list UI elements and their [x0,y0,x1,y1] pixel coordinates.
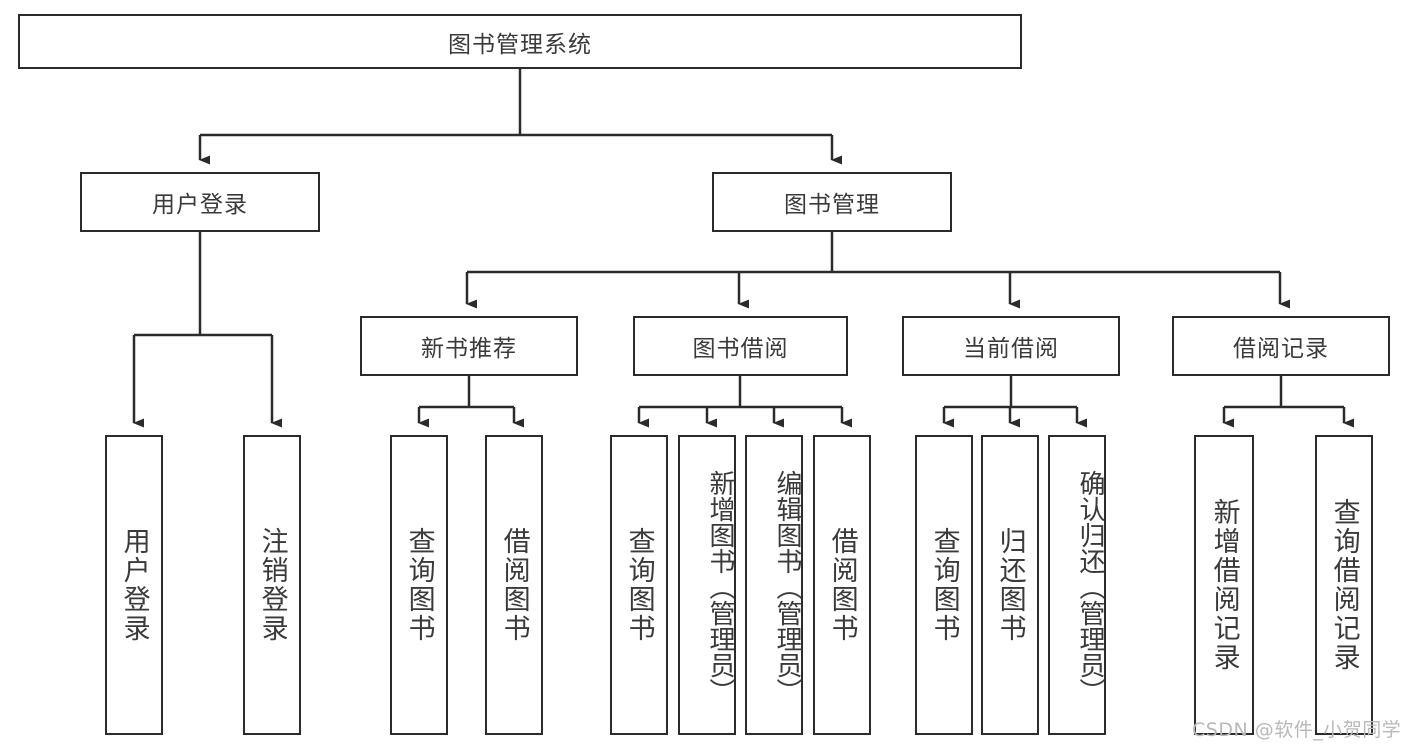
leaf-user-login-label: 用户登录 [118,527,150,643]
leaf-query-borrow-record-label: 查询借阅记录 [1328,498,1360,672]
leaf-query-book-borrow[interactable]: 查询图书 [610,435,668,735]
node-book-borrow-label: 图书借阅 [692,336,789,362]
node-user-login[interactable]: 用户登录 [80,172,320,232]
leaf-return-book[interactable]: 归还图书 [981,435,1039,735]
watermark: CSDN @软件_小贺同学 [1192,719,1402,741]
node-new-book-recommend[interactable]: 新书推荐 [360,316,578,376]
leaf-borrow-book-recommend-label: 借阅图书 [498,527,530,643]
leaf-query-borrow-record[interactable]: 查询借阅记录 [1315,435,1373,735]
leaf-query-book-current-label: 查询图书 [928,527,960,643]
leaf-borrow-book-recommend[interactable]: 借阅图书 [485,435,543,735]
node-root[interactable]: 图书管理系统 [18,14,1022,69]
leaf-return-book-label: 归还图书 [994,527,1026,643]
leaf-logout[interactable]: 注销登录 [243,435,301,735]
node-current-borrow[interactable]: 当前借阅 [902,316,1120,376]
node-new-book-recommend-label: 新书推荐 [421,336,517,362]
node-book-management-label: 图书管理 [784,192,880,218]
node-book-borrow[interactable]: 图书借阅 [633,316,848,376]
node-book-management[interactable]: 图书管理 [712,172,952,232]
leaf-query-book-recommend[interactable]: 查询图书 [390,435,448,735]
leaf-edit-book-admin-label: 编辑图书（管理员） [772,470,802,704]
node-borrow-record[interactable]: 借阅记录 [1172,316,1390,376]
leaf-borrow-book-label: 借阅图书 [826,527,858,643]
leaf-confirm-return-admin[interactable]: 确认归还（管理员） [1048,435,1106,735]
leaf-query-book-current[interactable]: 查询图书 [915,435,973,735]
node-borrow-record-label: 借阅记录 [1233,336,1329,362]
leaf-borrow-book[interactable]: 借阅图书 [813,435,871,735]
leaf-add-book-admin[interactable]: 新增图书（管理员） [678,435,736,735]
leaf-user-login[interactable]: 用户登录 [105,435,163,735]
node-root-label: 图书管理系统 [448,31,592,58]
leaf-add-borrow-record-label: 新增借阅记录 [1208,498,1240,672]
leaf-query-book-recommend-label: 查询图书 [403,527,435,643]
leaf-edit-book-admin[interactable]: 编辑图书（管理员） [745,435,803,735]
node-current-borrow-label: 当前借阅 [963,336,1059,362]
leaf-confirm-return-admin-label: 确认归还（管理员） [1075,470,1105,704]
leaf-query-book-borrow-label: 查询图书 [623,527,655,643]
leaf-add-book-admin-label: 新增图书（管理员） [705,470,735,704]
node-user-login-label: 用户登录 [152,192,248,218]
leaf-logout-label: 注销登录 [256,527,288,643]
leaf-add-borrow-record[interactable]: 新增借阅记录 [1194,435,1254,735]
